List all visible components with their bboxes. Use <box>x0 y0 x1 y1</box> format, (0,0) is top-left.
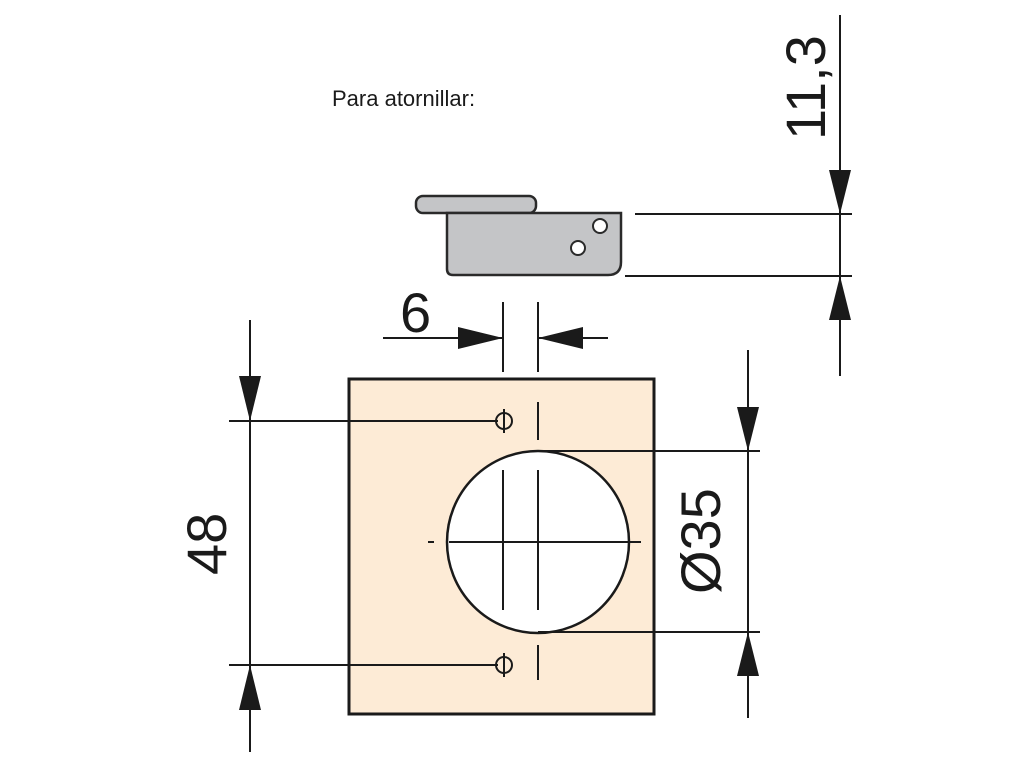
dimension-diameter-label: Ø35 <box>669 488 732 594</box>
dimension-diameter <box>538 350 760 718</box>
dimension-offset <box>383 327 608 349</box>
dimension-height-label: 11,3 <box>774 35 837 140</box>
arrow-down <box>829 170 851 214</box>
dimension-spacing-label: 48 <box>175 513 238 575</box>
hinge-flange <box>414 194 538 215</box>
arrow-up <box>239 665 261 710</box>
arrow-down <box>239 376 261 421</box>
hinge-hole-2 <box>570 240 586 256</box>
dimension-offset-label: 6 <box>400 281 431 344</box>
arrow-down <box>737 407 759 451</box>
caption-text: Para atornillar: <box>332 86 475 111</box>
arrow-left <box>538 327 583 349</box>
arrow-up <box>737 632 759 676</box>
hinge-hole-1 <box>592 218 608 234</box>
dimension-spacing <box>229 320 498 752</box>
arrow-up <box>829 276 851 320</box>
center-lines <box>428 302 641 680</box>
arrow-right <box>458 327 503 349</box>
hinge-body <box>445 211 623 277</box>
dimension-height <box>625 15 852 376</box>
hinge-side-view <box>414 194 623 277</box>
